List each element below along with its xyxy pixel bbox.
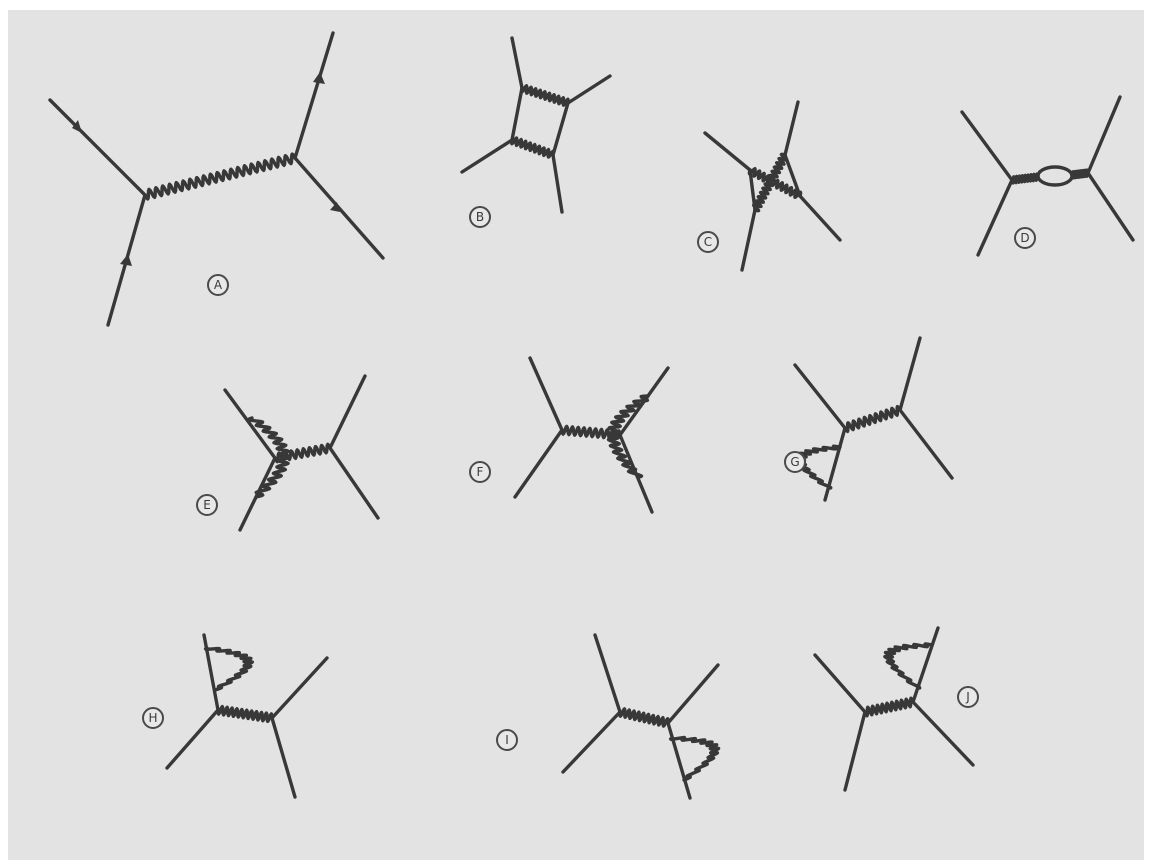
label-f: F [469,461,491,483]
diagram-d-leg-2 [976,178,1014,257]
diagram-g: G [784,336,954,502]
diagram-g-leg-1 [793,363,847,430]
diagram-g-leg-3 [898,336,922,412]
label-h: H [142,707,164,729]
label-j: J [957,686,979,708]
diagram-c-leg-3 [740,208,757,272]
diagram-c-leg-2 [783,100,800,157]
diagram-i-leg-3 [666,663,720,725]
diagram-a-fermion-in-top [48,98,147,197]
diagram-i-leg-4 [666,721,692,800]
diagram-d-leg-1 [960,110,1014,182]
diagram-j-leg-4 [911,700,975,767]
label-h-text: H [148,711,157,725]
diagram-b-leg-3 [460,138,514,174]
diagram-d-leg-3 [1086,95,1122,175]
diagram-a-arrow-4 [330,202,340,212]
label-e-text: E [203,498,211,512]
diagram-h-photon-propagator [216,704,274,724]
diagram-c-fermion-2 [783,153,802,198]
diagram-g-photon-propagator [843,404,902,434]
bottom-margin [0,860,1152,865]
diagram-g-leg-4 [898,408,954,480]
diagram-j-photon-propagator [863,696,915,718]
diagram-b-leg-1 [510,36,524,90]
label-j-text: J [965,690,970,704]
label-i-text: I [505,733,509,747]
diagram-e: E [196,374,380,532]
diagram-e-leg-3 [328,374,367,450]
diagram-a-arrow-2 [120,254,132,266]
diagram-e-leg-4 [328,446,380,520]
diagram-f-leg-1 [528,356,564,432]
diagram-b-fermion-left [510,86,524,142]
diagram-h-photon-loop [203,646,254,692]
diagram-f: F [469,356,670,514]
diagram-d: D [960,95,1135,257]
diagram-e-photon-propagator [273,442,332,464]
diagram-b-photon-top [520,84,570,107]
left-margin [0,0,8,865]
diagram-a-fermion-out-bottom [293,156,385,260]
diagram-a: A [48,31,385,327]
diagram-h-leg-3 [270,656,329,720]
diagram-j-leg-2 [843,710,867,792]
label-d: D [1014,227,1036,249]
diagram-c-photon-2 [752,152,788,213]
diagram-i-leg-2 [561,710,622,774]
diagram-a-fermion-out-top [293,31,335,160]
diagram-h-leg-2 [165,708,220,770]
diagram-c-leg-1 [703,131,752,172]
diagram-c: C [697,100,842,272]
label-b-text: B [476,210,484,224]
diagram-b-fermion-right [551,101,570,157]
label-c: C [697,231,719,253]
diagram-h: H [142,633,329,799]
diagram-d-leg-4 [1086,171,1135,242]
diagram-d-photon-right [1070,168,1090,180]
diagram-b-photon-bottom [510,136,555,159]
label-c-text: C [704,235,712,249]
label-f-text: F [477,465,484,479]
diagram-b-leg-4 [551,153,564,214]
diagram-a-arrow-1 [72,120,82,133]
label-g-text: G [790,455,799,469]
label-a-text: A [214,278,223,292]
diagram-a-arrow-3 [313,72,325,84]
diagram-d-photon-left [1010,172,1040,185]
diagram-h-leg-4 [270,716,297,799]
label-g: G [784,451,806,473]
label-d-text: D [1020,231,1029,245]
label-i: I [496,729,518,751]
diagram-i-leg-1 [593,633,622,714]
diagram-i: I [496,633,721,800]
label-e: E [196,494,218,516]
diagram-b-leg-2 [566,74,612,105]
diagram-c-photon-1 [747,167,803,199]
diagram-c-leg-4 [798,194,842,242]
label-a: A [207,274,229,296]
diagram-i-photon-loop [669,735,721,782]
diagram-e-leg-1 [223,388,277,460]
diagram-j-leg-3 [911,626,940,704]
diagram-b: B [460,36,612,228]
diagram-j-photon-loop [883,642,934,690]
diagram-i-photon-propagator [618,707,670,728]
label-b: B [469,206,491,228]
diagram-j: J [813,626,979,792]
diagram-f-leg-2 [513,428,564,499]
diagram-j-leg-1 [813,653,867,714]
diagram-a-photon-propagator [143,152,297,201]
diagram-f-photon-loop [606,394,650,479]
diagram-c-fermion-1 [748,168,757,212]
